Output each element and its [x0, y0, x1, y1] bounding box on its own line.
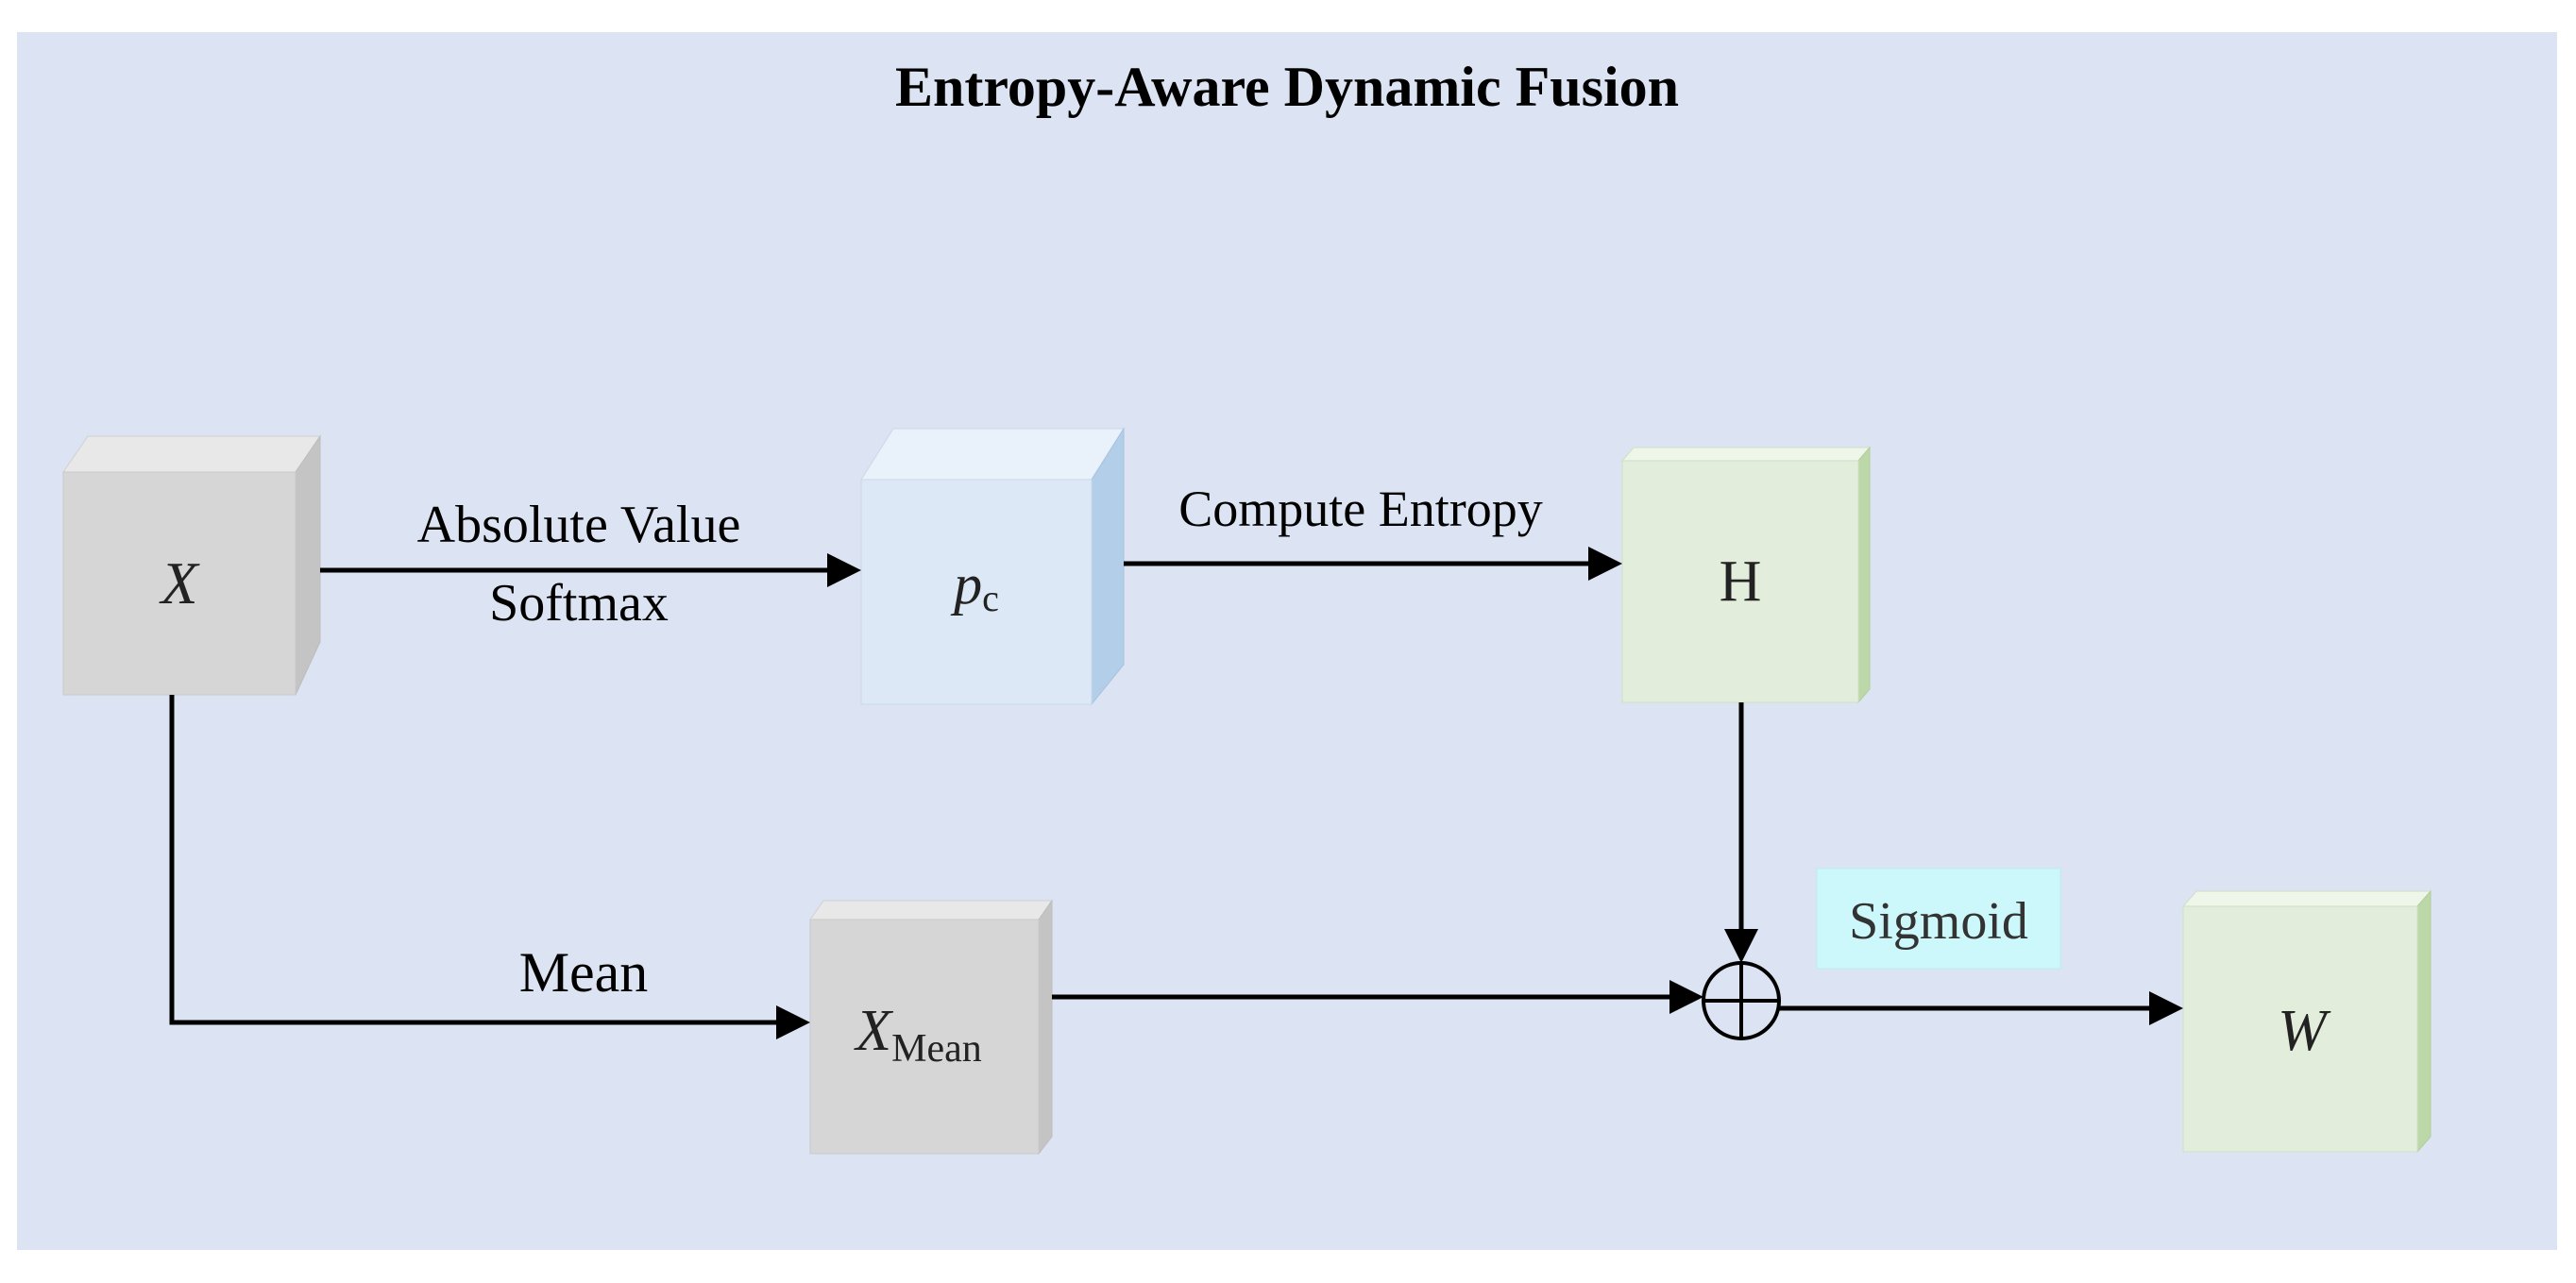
node-pc: pc [860, 427, 1125, 706]
node-xmean-sub: Mean [891, 1027, 982, 1071]
edge-x-to-xmean [169, 695, 810, 1039]
node-w-label: W [2278, 999, 2331, 1063]
node-xmean-main: X [853, 999, 893, 1063]
diagram-title: Entropy-Aware Dynamic Fusion [895, 56, 1679, 118]
edge-add-to-w [1779, 991, 2183, 1025]
node-xmean: XMean [809, 899, 1053, 1156]
node-x: X [62, 434, 321, 696]
edge-xmean-to-add [1052, 980, 1703, 1014]
edge-pc-to-h [1124, 547, 1622, 581]
edge-h-to-add [1724, 702, 1758, 963]
node-x-label: X [158, 549, 200, 616]
edge-label-softmax: Softmax [489, 574, 669, 633]
edge-label-absolute-value: Absolute Value [417, 496, 741, 554]
node-h-label: H [1720, 549, 1762, 614]
diagram-canvas: Entropy-Aware Dynamic Fusion X pc H XMea… [62, 56, 2432, 1156]
node-pc-sub: c [982, 577, 999, 619]
edge-label-mean: Mean [519, 941, 649, 1004]
node-pc-text: pc [950, 553, 999, 619]
node-w: W [2181, 889, 2432, 1154]
edge-x-to-pc [320, 553, 861, 587]
node-pc-main: p [950, 553, 982, 616]
add-operator-icon [1702, 961, 1781, 1040]
edge-label-compute-entropy: Compute Entropy [1178, 481, 1542, 537]
node-xmean-text: XMean [853, 999, 982, 1071]
diagram-panel: Entropy-Aware Dynamic Fusion X pc H XMea… [17, 32, 2557, 1250]
sigmoid-label: Sigmoid [1849, 892, 2028, 951]
sigmoid-box: Sigmoid [1816, 868, 2061, 970]
node-h: H [1620, 446, 1872, 704]
